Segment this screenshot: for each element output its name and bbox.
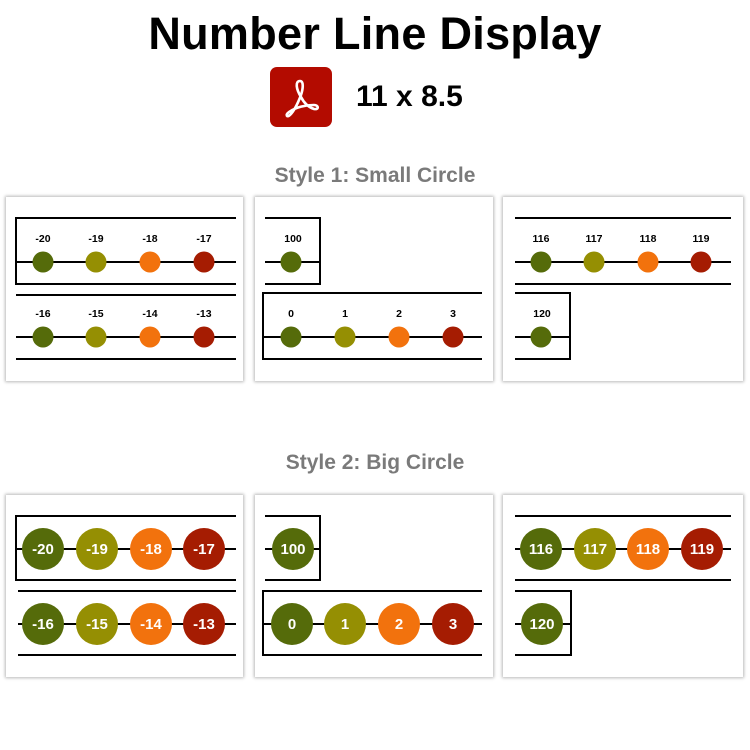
style-1-preview-panel-3: 116 117 118 119 120 [503,197,743,381]
svg-text:117: 117 [583,541,607,558]
svg-text:-14: -14 [142,308,157,320]
style-2-preview-panel-1: -20 -19 -18 -17 -16 -15 -14 -13 [6,495,243,677]
number-line-row: 120 [521,603,563,645]
svg-text:-20: -20 [35,233,50,245]
svg-text:0: 0 [288,616,296,633]
svg-text:-15: -15 [86,616,108,633]
svg-text:-16: -16 [32,616,54,633]
number-line-row: 0 1 2 3 [271,603,474,645]
svg-text:-19: -19 [88,233,103,245]
page-size-label: 11 x 8.5 [356,80,463,113]
number-line-row: -20 -19 -18 -17 [32,233,215,273]
svg-text:2: 2 [396,308,402,320]
number-line-group: -20 -19 -18 -17 -16 -15 -14 -13 [15,217,236,360]
number-line-row: 116 117 118 119 [530,233,712,273]
svg-text:120: 120 [533,308,551,320]
svg-text:120: 120 [529,616,554,633]
svg-text:-13: -13 [193,616,215,633]
svg-text:119: 119 [690,541,714,558]
number-line-row: 120 [530,308,552,348]
svg-text:0: 0 [288,308,294,320]
svg-text:-16: -16 [35,308,50,320]
style-1-preview-panel-2: 100 0 1 2 3 [255,197,493,381]
svg-text:-17: -17 [193,541,215,558]
number-line-group: -20 -19 -18 -17 -16 -15 -14 -13 [15,515,236,656]
number-line-row: -16 -15 -14 -13 [32,308,215,348]
svg-text:1: 1 [342,308,348,320]
number-line-row: -16 -15 -14 -13 [22,603,225,645]
svg-text:-13: -13 [196,308,211,320]
number-line-group: 116 117 118 119 120 [515,217,731,360]
svg-text:116: 116 [529,541,553,558]
style-1-preview-panel-1: -20 -19 -18 -17 -16 -15 -14 -13 [6,197,243,381]
style-1-label: Style 1: Small Circle [274,164,476,187]
pdf-icon [270,67,332,127]
svg-text:117: 117 [586,233,603,245]
svg-text:119: 119 [693,233,710,245]
svg-text:100: 100 [280,541,305,558]
svg-text:118: 118 [640,233,657,245]
number-line-group: 100 0 1 2 3 [262,217,482,360]
svg-text:-18: -18 [140,541,162,558]
number-line-row: 100 [272,528,314,570]
svg-text:3: 3 [449,616,457,633]
svg-text:1: 1 [341,616,349,633]
svg-text:118: 118 [636,541,660,558]
svg-text:-17: -17 [196,233,211,245]
page-title: Number Line Display [148,8,602,59]
number-line-row: 100 [280,233,302,273]
svg-text:100: 100 [284,233,302,245]
style-2-preview-panel-2: 100 0 1 2 3 [255,495,493,677]
svg-text:2: 2 [395,616,403,633]
svg-text:3: 3 [450,308,456,320]
svg-text:-14: -14 [140,616,162,633]
style-2-label: Style 2: Big Circle [285,451,465,474]
number-line-row: 116 117 118 119 [520,528,723,570]
svg-text:-19: -19 [86,541,108,558]
svg-text:-18: -18 [142,233,157,245]
number-line-group: 116 117 118 119 120 [515,515,731,656]
svg-text:-15: -15 [88,308,103,320]
svg-text:-20: -20 [32,541,54,558]
number-line-row: -20 -19 -18 -17 [22,528,225,570]
number-line-row: 0 1 2 3 [280,308,464,348]
number-line-group: 100 0 1 2 3 [262,515,482,656]
style-2-preview-panel-3: 116 117 118 119 120 [503,495,743,677]
svg-text:116: 116 [533,233,550,245]
